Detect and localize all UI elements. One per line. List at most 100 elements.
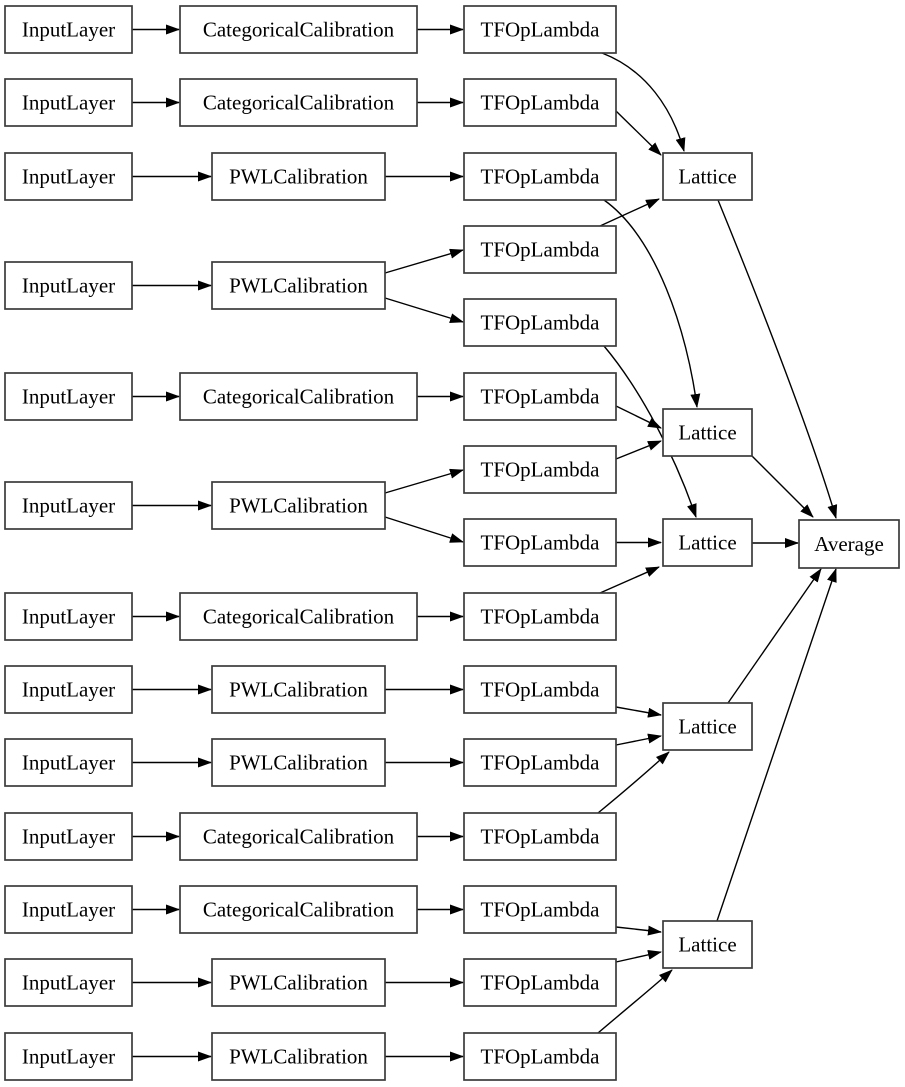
node-il1: InputLayer — [4, 5, 133, 54]
node-il11: InputLayer — [4, 885, 133, 934]
node-label-cal1: CategoricalCalibration — [203, 18, 395, 42]
node-box-il10 — [4, 812, 133, 861]
node-tf9: TFOpLambda — [463, 592, 617, 641]
node-il6: InputLayer — [4, 481, 133, 530]
node-box-cal12 — [211, 958, 386, 1007]
node-cal8: PWLCalibration — [211, 665, 386, 714]
node-box-lat5 — [662, 920, 753, 969]
node-box-cal9 — [211, 738, 386, 787]
node-label-tf9: TFOpLambda — [481, 605, 601, 629]
edge-tf7-lat2 — [615, 440, 662, 460]
node-label-tf12: TFOpLambda — [481, 825, 601, 849]
node-box-il13 — [4, 1032, 133, 1081]
node-box-tf2 — [463, 78, 617, 127]
node-label-il9: InputLayer — [22, 751, 115, 775]
edge-tf14-lat5 — [615, 949, 662, 963]
node-label-tf2: TFOpLambda — [481, 91, 601, 115]
node-tf8: TFOpLambda — [463, 518, 617, 567]
node-label-tf14: TFOpLambda — [481, 971, 601, 995]
node-cal6: PWLCalibration — [211, 481, 386, 530]
node-box-cal5 — [179, 372, 418, 421]
edge-tf13-lat5 — [615, 925, 662, 936]
edge-tf9-lat3 — [599, 566, 660, 594]
node-label-cal8: PWLCalibration — [229, 678, 368, 702]
node-label-cal3: PWLCalibration — [229, 165, 368, 189]
node-label-tf13: TFOpLambda — [481, 898, 601, 922]
node-box-tf4 — [463, 225, 617, 274]
edge-cal4-tf4 — [384, 248, 464, 274]
node-cal2: CategoricalCalibration — [179, 78, 418, 127]
node-tf5: TFOpLambda — [463, 298, 617, 347]
node-box-il8 — [4, 665, 133, 714]
node-tf7: TFOpLambda — [463, 445, 617, 494]
node-cal9: PWLCalibration — [211, 738, 386, 787]
node-box-cal8 — [211, 665, 386, 714]
node-tf2: TFOpLambda — [463, 78, 617, 127]
node-label-lat2: Lattice — [678, 421, 736, 445]
node-cal5: CategoricalCalibration — [179, 372, 418, 421]
node-il4: InputLayer — [4, 261, 133, 310]
edge-tf4-lat1 — [599, 198, 660, 227]
edge-cal4-tf5 — [384, 297, 464, 323]
node-box-il6 — [4, 481, 133, 530]
nodes-layer: InputLayerInputLayerInputLayerInputLayer… — [4, 5, 900, 1081]
edge-lat5-avg — [716, 568, 837, 922]
edge-tf15-lat5 — [597, 969, 673, 1034]
node-il5: InputLayer — [4, 372, 133, 421]
edge-lat2-avg — [751, 455, 814, 518]
node-il2: InputLayer — [4, 78, 133, 127]
node-box-cal1 — [179, 5, 418, 54]
node-tf6: TFOpLambda — [463, 372, 617, 421]
node-label-tf11: TFOpLambda — [481, 751, 601, 775]
node-il7: InputLayer — [4, 592, 133, 641]
node-label-cal7: CategoricalCalibration — [203, 605, 395, 629]
edges-layer — [132, 24, 838, 1062]
edge-cal6-tf7 — [384, 468, 464, 494]
node-box-tf8 — [463, 518, 617, 567]
node-cal7: CategoricalCalibration — [179, 592, 418, 641]
node-label-cal10: CategoricalCalibration — [203, 825, 395, 849]
node-label-tf3: TFOpLambda — [481, 165, 601, 189]
node-tf10: TFOpLambda — [463, 665, 617, 714]
node-box-lat1 — [662, 152, 753, 201]
node-box-il5 — [4, 372, 133, 421]
node-label-il12: InputLayer — [22, 971, 115, 995]
node-box-lat2 — [662, 408, 753, 457]
node-box-avg — [798, 519, 900, 569]
node-label-lat3: Lattice — [678, 531, 736, 555]
node-label-cal6: PWLCalibration — [229, 494, 368, 518]
node-cal4: PWLCalibration — [211, 261, 386, 310]
edge-tf1-lat1 — [601, 52, 686, 152]
node-label-il1: InputLayer — [22, 18, 115, 42]
node-box-cal3 — [211, 152, 386, 201]
node-cal3: PWLCalibration — [211, 152, 386, 201]
node-box-tf10 — [463, 665, 617, 714]
node-label-il4: InputLayer — [22, 274, 115, 298]
node-box-cal13 — [211, 1032, 386, 1081]
node-tf15: TFOpLambda — [463, 1032, 617, 1081]
edge-tf10-lat4 — [615, 706, 662, 718]
edge-tf3-lat2 — [603, 199, 701, 408]
node-box-tf15 — [463, 1032, 617, 1081]
node-box-tf11 — [463, 738, 617, 787]
node-lat3: Lattice — [662, 518, 753, 567]
node-label-tf1: TFOpLambda — [481, 18, 601, 42]
node-lat4: Lattice — [662, 702, 753, 751]
node-label-tf5: TFOpLambda — [481, 311, 601, 335]
node-box-cal4 — [211, 261, 386, 310]
node-label-il13: InputLayer — [22, 1045, 115, 1069]
node-cal1: CategoricalCalibration — [179, 5, 418, 54]
node-box-lat4 — [662, 702, 753, 751]
node-box-tf6 — [463, 372, 617, 421]
node-label-il5: InputLayer — [22, 385, 115, 409]
node-label-il11: InputLayer — [22, 898, 115, 922]
node-box-tf7 — [463, 445, 617, 494]
node-tf11: TFOpLambda — [463, 738, 617, 787]
node-label-cal12: PWLCalibration — [229, 971, 368, 995]
node-il9: InputLayer — [4, 738, 133, 787]
node-box-cal6 — [211, 481, 386, 530]
node-label-il7: InputLayer — [22, 605, 115, 629]
node-tf3: TFOpLambda — [463, 152, 617, 201]
node-label-avg: Average — [814, 532, 884, 556]
